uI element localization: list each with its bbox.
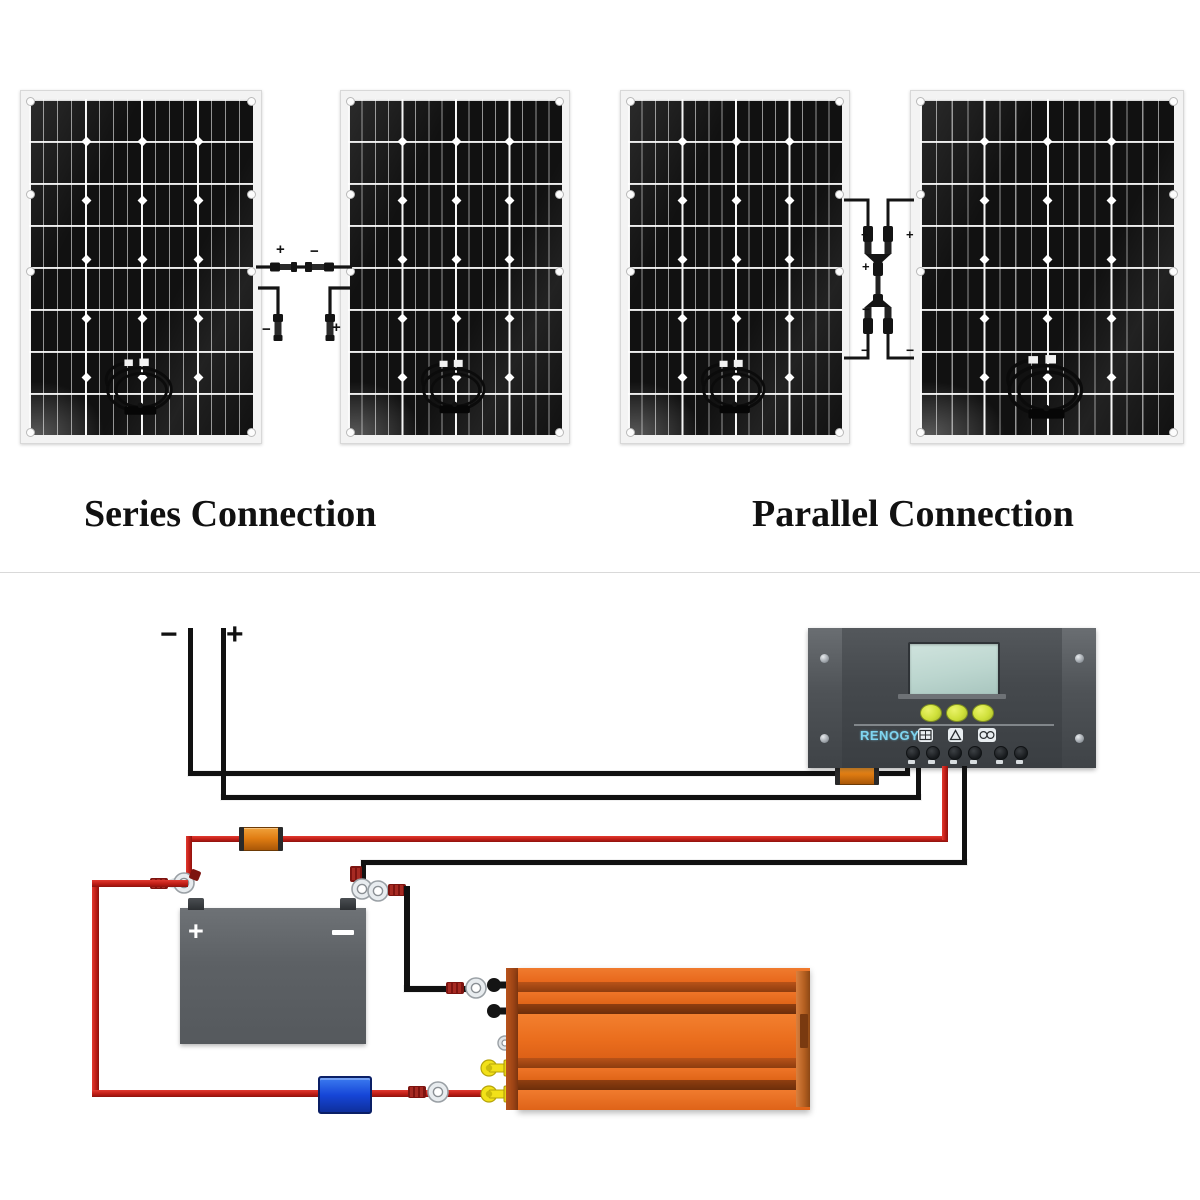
solar-panel-parallel-right bbox=[910, 90, 1184, 444]
inline-fuse-pv bbox=[835, 764, 879, 785]
mount-screw bbox=[1075, 654, 1084, 663]
terminal-marking bbox=[908, 760, 915, 764]
parallel-top-right-sign: + bbox=[906, 227, 914, 242]
terminal-marking bbox=[950, 760, 957, 764]
ring-terminal-battery-negative bbox=[346, 866, 424, 906]
renogy-brand-logo: RENOGY bbox=[860, 728, 920, 743]
series-connection-caption: Series Connection bbox=[84, 493, 377, 535]
parallel-bottom-right-sign: − bbox=[906, 342, 915, 358]
controller-button-1[interactable] bbox=[920, 704, 942, 722]
series-bottom-right-sign: + bbox=[332, 319, 341, 336]
battery-negative-wire-drop bbox=[361, 860, 366, 884]
battery-positive-wire-riser bbox=[942, 766, 948, 840]
battery-positive-wire-drop bbox=[186, 836, 192, 880]
panel-cable-coil bbox=[404, 341, 511, 428]
terminal-load-positive[interactable] bbox=[1014, 746, 1028, 760]
battery-negative-wire-horizontal bbox=[361, 860, 967, 865]
pv-positive-wire-vertical bbox=[221, 628, 226, 799]
panel-corner-glare bbox=[28, 381, 106, 436]
inverter-positive-wire-left-vertical bbox=[92, 880, 99, 1096]
solar-panel-icon bbox=[918, 728, 933, 742]
controller-mount-wing-right bbox=[1061, 628, 1096, 768]
mount-screw bbox=[820, 734, 829, 743]
panel-cable-coil bbox=[684, 341, 791, 428]
lcd-display bbox=[908, 642, 1000, 696]
panel-laminate bbox=[628, 98, 842, 436]
pv-negative-wire-vertical bbox=[188, 628, 193, 775]
parallel-y-branch-group bbox=[844, 188, 914, 370]
terminal-pv-negative[interactable] bbox=[906, 746, 920, 760]
panel-laminate bbox=[348, 98, 562, 436]
series-top-right-sign: − bbox=[310, 243, 319, 260]
panel-cable-coil bbox=[986, 341, 1113, 428]
battery-icon bbox=[948, 728, 963, 742]
section-divider bbox=[0, 572, 1200, 573]
parallel-bottom-trunk-sign: − bbox=[862, 301, 871, 317]
battery-positive-wire-horizontal bbox=[186, 836, 948, 842]
controller-button-2[interactable] bbox=[946, 704, 968, 722]
array-positive-label: + bbox=[226, 618, 244, 651]
inverter-housing bbox=[518, 968, 810, 1110]
terminal-battery-negative[interactable] bbox=[948, 746, 962, 760]
terminal-battery-positive[interactable] bbox=[968, 746, 982, 760]
series-top-left-sign: + bbox=[276, 241, 285, 258]
panel-corner-glare bbox=[628, 381, 701, 436]
terminal-pv-positive[interactable] bbox=[926, 746, 940, 760]
inline-fuse-battery bbox=[239, 827, 283, 851]
mount-screw bbox=[820, 654, 829, 663]
battery-negative-label bbox=[332, 930, 354, 935]
pv-positive-wire-riser bbox=[916, 762, 921, 800]
battery-positive-label: + bbox=[188, 916, 204, 946]
parallel-bottom-left-sign: − bbox=[861, 342, 870, 358]
parallel-top-left-sign: + bbox=[861, 227, 869, 242]
solar-panel-series-right bbox=[340, 90, 570, 444]
inverter-left-endcap bbox=[506, 968, 518, 1110]
panel-cable-coil bbox=[87, 341, 199, 428]
inverter-positive-wire-bottom bbox=[92, 1090, 484, 1097]
battery-negative-wire-riser bbox=[962, 766, 967, 864]
inverter-negative-wire-vertical bbox=[404, 886, 410, 992]
inverter-vent bbox=[800, 1014, 808, 1048]
panel-laminate bbox=[919, 98, 1175, 436]
ring-terminal-inverter-positive bbox=[408, 1076, 470, 1110]
array-negative-label: − bbox=[160, 618, 178, 651]
terminal-marking bbox=[928, 760, 935, 764]
panel-laminate bbox=[28, 98, 254, 436]
pv-negative-wire-horizontal bbox=[188, 771, 910, 776]
terminal-marking bbox=[970, 760, 977, 764]
lcd-bezel-lip bbox=[898, 694, 1006, 699]
panel-corner-glare bbox=[919, 381, 1007, 436]
battery-post-positive bbox=[188, 898, 204, 910]
inverter-negative-wire-horizontal bbox=[404, 986, 466, 992]
battery-post-negative bbox=[340, 898, 356, 910]
series-mc4-connector-group bbox=[256, 236, 352, 346]
series-bottom-left-sign: − bbox=[262, 321, 271, 338]
solar-charge-controller[interactable]: RENOGY bbox=[808, 628, 1096, 768]
parallel-connection-caption: Parallel Connection bbox=[752, 493, 1074, 535]
pv-positive-wire-horizontal bbox=[221, 795, 921, 800]
inverter-positive-wire-top bbox=[92, 880, 188, 887]
power-inverter bbox=[506, 968, 824, 1110]
mount-screw bbox=[1075, 734, 1084, 743]
solar-panel-series-left bbox=[20, 90, 262, 444]
anl-fuse-block bbox=[318, 1076, 372, 1114]
load-bulb-icon bbox=[978, 728, 996, 742]
solar-panel-parallel-left bbox=[620, 90, 850, 444]
terminal-marking bbox=[1016, 760, 1023, 764]
deep-cycle-battery: + bbox=[180, 898, 366, 1044]
parallel-top-trunk-sign: + bbox=[862, 259, 870, 274]
controller-mount-wing-left bbox=[808, 628, 843, 768]
panel-corner-glare bbox=[348, 381, 421, 436]
ring-terminal-inverter-negative bbox=[446, 972, 508, 1006]
controller-button-3[interactable] bbox=[972, 704, 994, 722]
terminal-load-negative[interactable] bbox=[994, 746, 1008, 760]
controller-accent-strip bbox=[854, 724, 1054, 726]
pv-negative-wire-riser bbox=[905, 762, 910, 776]
terminal-marking bbox=[996, 760, 1003, 764]
